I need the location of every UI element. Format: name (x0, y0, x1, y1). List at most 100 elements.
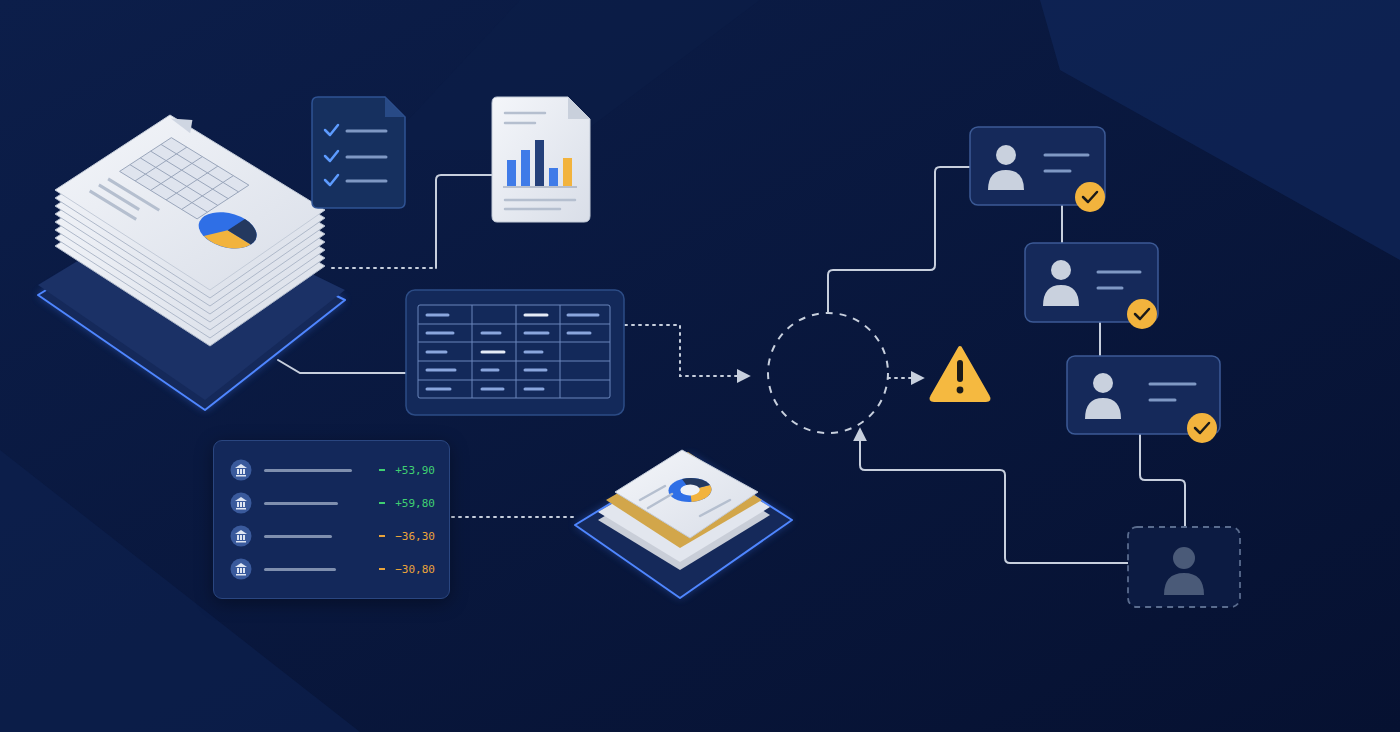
report-stack-part (662, 474, 718, 506)
bank-icon-bg (231, 460, 252, 481)
report-stack (575, 450, 792, 598)
data-table-part (418, 305, 610, 398)
report-stack-part-part (677, 483, 702, 497)
chart-document-part-part (505, 199, 575, 202)
transaction-panel: +53,90 +59,80 −36,30 −30,80 (213, 440, 450, 599)
person-card-part (996, 145, 1016, 165)
bank-icon-glyph (235, 464, 247, 477)
chart-document-part (503, 187, 577, 188)
pending-person (1128, 527, 1240, 607)
data-table-part-part (427, 369, 455, 372)
checklist-document-part (385, 97, 405, 117)
document-stack-part-part (120, 138, 249, 219)
document-stack-part-part-part (187, 205, 268, 256)
wire-part (828, 167, 970, 312)
person-card-part (1051, 260, 1071, 280)
checklist-document-part-part (347, 130, 386, 133)
data-table-part-part (482, 332, 500, 335)
wire-part (452, 516, 575, 518)
checklist-document (312, 97, 405, 208)
chart-document-part (535, 140, 544, 186)
pending-person-part (1128, 527, 1240, 607)
warning-icon (931, 348, 988, 400)
person-card-part (1135, 309, 1149, 319)
checklist-document-part-part (325, 175, 338, 185)
report-stack-part-part (700, 500, 730, 516)
person-card-part (1195, 423, 1209, 433)
description-bar (264, 502, 338, 505)
bank-icon-glyph (235, 497, 247, 510)
transaction-row: +59,80 (230, 492, 435, 514)
amount-tick (379, 469, 385, 471)
chart-document-part-part (505, 122, 535, 125)
data-table-part-part (427, 351, 446, 354)
data-table-part-part (418, 305, 610, 398)
chart-document-part-part (505, 208, 560, 211)
person-card-part (1045, 155, 1088, 171)
wire-part (278, 360, 406, 373)
data-table-part-part (525, 351, 542, 354)
bank-icon-glyph (235, 563, 247, 576)
checklist-document-part-part (347, 180, 386, 183)
person-card (1067, 356, 1220, 443)
bank-icon (230, 558, 252, 580)
person-card-part (1083, 192, 1097, 202)
data-table-part (427, 315, 598, 389)
person-card-part (1085, 398, 1121, 419)
person-card-part (1043, 285, 1079, 306)
process-circle (768, 313, 888, 433)
wire-part (625, 325, 748, 376)
document-stack-part-part (169, 112, 202, 133)
wire-part (888, 377, 922, 379)
transaction-row: −30,80 (230, 558, 435, 580)
checklist-document-part (312, 97, 405, 208)
chart-document-part (492, 97, 590, 222)
process-circle-part (768, 313, 888, 433)
document-stack-part (74, 112, 321, 267)
chart-document-part (505, 113, 575, 209)
description-bar (264, 469, 352, 472)
data-table (406, 290, 624, 415)
data-table-part-part (418, 305, 610, 398)
person-card-part (1187, 413, 1217, 443)
person-card-part (988, 170, 1024, 190)
transaction-row: −36,30 (230, 525, 435, 547)
chart-document-part (507, 160, 516, 186)
person-card-part (1150, 384, 1195, 400)
wire-part (1099, 322, 1101, 356)
chart-document-part (568, 97, 590, 119)
report-stack-part (640, 486, 730, 516)
bank-icon (230, 525, 252, 547)
data-table-part-part (568, 332, 590, 335)
data-table-part-part (482, 351, 504, 354)
amount-tick (379, 535, 385, 537)
wire-part (1061, 205, 1063, 243)
amount-tick (379, 502, 385, 504)
amount-value: −36,30 (395, 530, 435, 543)
report-stack-part-part (648, 494, 672, 508)
chart-document-part (563, 158, 572, 186)
pending-person-part (1173, 547, 1195, 569)
data-table-part-part (427, 388, 450, 391)
data-table-part-part (482, 388, 503, 391)
amount-value: −30,80 (395, 563, 435, 576)
data-table-part (406, 290, 624, 415)
amount-tick (379, 568, 385, 570)
data-table-part-part (427, 332, 453, 335)
warning-icon-part (957, 387, 964, 394)
person-card-part (1098, 272, 1140, 288)
data-table-part-part (525, 388, 543, 391)
checklist-document-part-part (347, 156, 386, 159)
description-bar (264, 568, 336, 571)
pending-person-part (1164, 573, 1204, 595)
bank-icon (230, 459, 252, 481)
bank-icon (230, 492, 252, 514)
person-card-part (1075, 182, 1105, 212)
data-table-part-part (427, 314, 448, 317)
wire-part (332, 267, 436, 269)
transaction-row: +53,90 (230, 459, 435, 481)
